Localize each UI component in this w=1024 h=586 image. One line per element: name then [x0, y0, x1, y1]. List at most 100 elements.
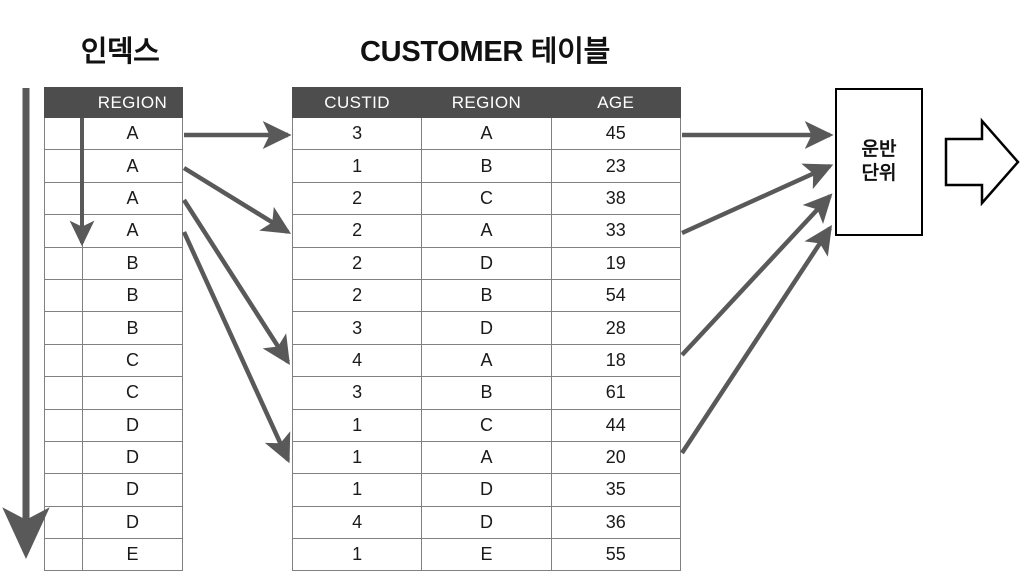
fetch-arrow-2	[681, 163, 834, 236]
customer-header-custid: CUSTID	[291, 87, 423, 118]
index-pointer-cell	[44, 440, 83, 475]
transport-unit-box: 운반 단위	[835, 88, 923, 236]
index-pointer-cell	[44, 214, 83, 248]
customer-age-cell: 35	[550, 473, 681, 507]
index-region-cell: B	[82, 246, 183, 280]
customer-custid-cell: 1	[291, 408, 423, 442]
index-region-cell: A	[82, 116, 183, 151]
customer-custid-cell: 3	[291, 376, 423, 410]
customer-region-cell: A	[421, 343, 552, 378]
index-row: D	[44, 505, 183, 540]
index-row: D	[44, 408, 183, 442]
customer-region-cell: D	[421, 473, 552, 507]
index-region-cell: E	[82, 538, 183, 572]
customer-custid-cell: 3	[291, 116, 423, 151]
customer-age-cell: 36	[550, 505, 681, 540]
customer-header-region: REGION	[421, 87, 552, 118]
customer-custid-cell: 2	[291, 246, 423, 280]
customer-age-cell: 45	[550, 116, 681, 151]
customer-custid-cell: 2	[291, 181, 423, 216]
customer-region-cell: A	[421, 440, 552, 475]
index-region-cell: A	[82, 149, 183, 183]
customer-custid-cell: 2	[291, 278, 423, 313]
customer-region-cell: D	[421, 246, 552, 280]
customer-region-cell: C	[421, 181, 552, 216]
customer-region-cell: D	[421, 311, 552, 345]
index-region-cell: A	[82, 214, 183, 248]
customer-region-cell: A	[421, 214, 552, 248]
customer-table-title: CUSTOMER 테이블	[360, 36, 610, 68]
customer-age-cell: 19	[550, 246, 681, 280]
index-pointer-cell	[44, 278, 83, 313]
index-row: C	[44, 343, 183, 378]
customer-age-cell: 33	[550, 214, 681, 248]
customer-age-cell: 23	[550, 149, 681, 183]
transport-unit-label: 운반 단위	[861, 139, 897, 184]
customer-custid-cell: 1	[291, 440, 423, 475]
customer-custid-cell: 4	[291, 343, 423, 378]
index-region-cell: A	[82, 181, 183, 216]
customer-age-cell: 28	[550, 311, 681, 345]
index-row: B	[44, 311, 183, 345]
index-pointer-cell	[44, 505, 83, 540]
customer-custid-cell: 1	[291, 473, 423, 507]
index-pointer-cell	[44, 538, 83, 572]
index-lookup-arrow-3	[182, 198, 290, 366]
index-row: B	[44, 246, 183, 280]
index-lookup-arrow-2	[182, 166, 292, 234]
customer-age-cell: 61	[550, 376, 681, 410]
customer-table-header-row: CUSTID REGION AGE	[291, 87, 681, 118]
fetch-arrow-4	[680, 224, 832, 455]
customer-custid-cell: 3	[291, 311, 423, 345]
index-region-cell: D	[82, 440, 183, 475]
index-region-cell: B	[82, 311, 183, 345]
customer-age-cell: 20	[550, 440, 681, 475]
index-table-header-row: REGION	[44, 87, 183, 118]
index-pointer-cell	[44, 246, 83, 280]
index-row: D	[44, 473, 183, 507]
index-region-cell: C	[82, 376, 183, 410]
customer-region-cell: B	[421, 149, 552, 183]
index-row: A	[44, 149, 183, 183]
customer-age-cell: 18	[550, 343, 681, 378]
customer-region-cell: C	[421, 408, 552, 442]
customer-region-cell: E	[421, 538, 552, 572]
index-pointer-cell	[44, 149, 83, 183]
index-pointer-cell	[44, 473, 83, 507]
index-header-region: REGION	[82, 87, 183, 118]
customer-age-cell: 54	[550, 278, 681, 313]
index-region-cell: D	[82, 473, 183, 507]
index-row: C	[44, 376, 183, 410]
index-pointer-cell	[44, 311, 83, 345]
index-row: B	[44, 278, 183, 313]
index-pointer-cell	[44, 376, 83, 410]
index-row: A	[44, 214, 183, 248]
customer-custid-cell: 1	[291, 149, 423, 183]
index-pointer-cell	[44, 181, 83, 216]
index-region-cell: D	[82, 408, 183, 442]
index-row: D	[44, 440, 183, 475]
index-header-blank	[44, 87, 83, 118]
customer-age-cell: 55	[550, 538, 681, 572]
customer-custid-cell: 2	[291, 214, 423, 248]
index-pointer-cell	[44, 343, 83, 378]
customer-header-age: AGE	[550, 87, 681, 118]
